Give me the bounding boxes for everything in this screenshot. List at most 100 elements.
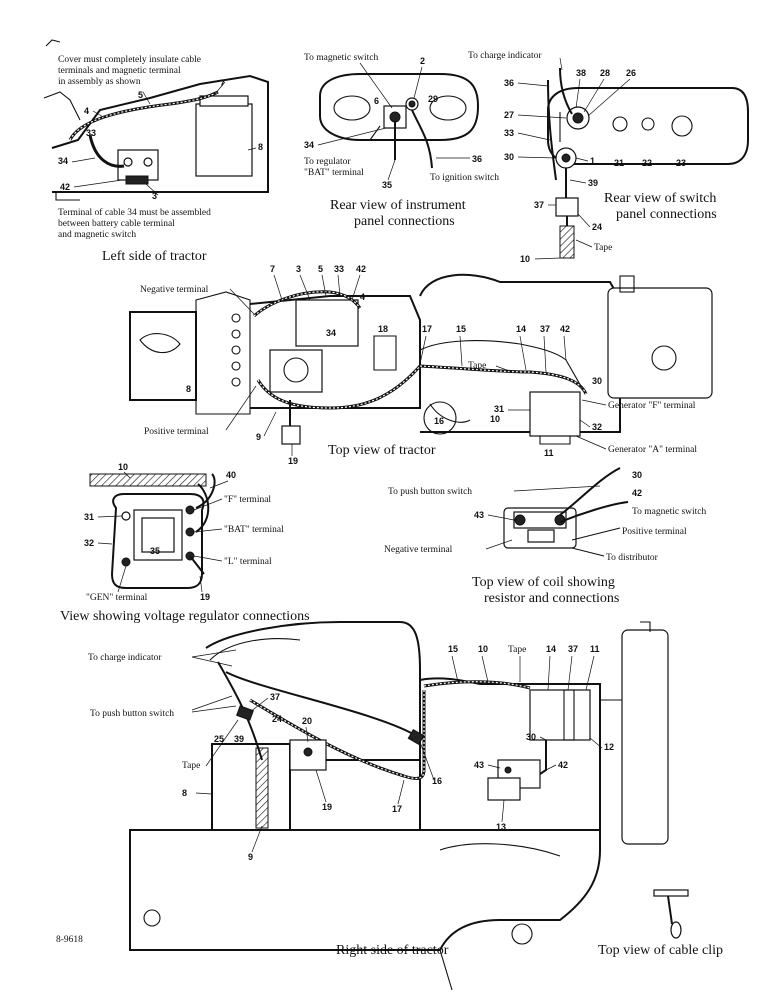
l-terminal-label: "L" terminal (224, 557, 272, 567)
callout-36-ip: 36 (472, 154, 482, 164)
callout-30-right: 30 (526, 732, 536, 742)
callout-16-right: 16 (432, 776, 442, 786)
cable-10-hatch (89, 473, 207, 487)
voltage-regulator-panel: 10 40 "F" terminal 31 "BAT" terminal 32 … (60, 462, 310, 624)
tape-label-sp: Tape (594, 243, 612, 253)
callout-33-sp: 33 (504, 128, 514, 138)
bat-terminal-label: "BAT" terminal (304, 168, 364, 178)
terminal-note-line-2: between battery cable terminal (58, 219, 175, 229)
callout-5-top: 5 (318, 264, 323, 274)
generator-top (529, 391, 581, 437)
callout-18: 18 (378, 324, 388, 334)
callout-30-top: 30 (592, 376, 602, 386)
battery-top (295, 299, 359, 347)
callout-35-reg: 35 (150, 546, 160, 556)
callout-30-sp: 30 (504, 152, 514, 162)
coil-panel: To push button switch 30 42 To magnetic … (384, 467, 707, 606)
left-side-caption: Left side of tractor (102, 249, 207, 264)
cover-note-line-1: Cover must completely insulate cable (58, 55, 201, 65)
battery-box (195, 103, 253, 177)
callout-29: 29 (428, 94, 438, 104)
callout-3-top: 3 (296, 264, 301, 274)
callout-20: 20 (302, 716, 312, 726)
negative-terminal-coil-label: Negative terminal (384, 545, 453, 555)
bat-terminal-reg-label: "BAT" terminal (224, 525, 284, 535)
left-side-panel: Cover must completely insulate cable ter… (43, 39, 269, 264)
callout-38: 38 (576, 68, 586, 78)
regulator-body (110, 493, 205, 589)
callout-26: 26 (626, 68, 636, 78)
callout-42-right: 42 (558, 760, 568, 770)
callout-42-coil: 42 (632, 488, 642, 498)
callout-7-top: 7 (270, 264, 275, 274)
terminal-note-line-1: Terminal of cable 34 must be assembled (58, 207, 211, 218)
callout-8-right: 8 (182, 788, 187, 798)
callout-15-top: 15 (456, 324, 466, 334)
instrument-panel: To magnetic switch 2 6 29 34 36 To regul… (304, 53, 499, 229)
cable-clip (653, 889, 689, 897)
callout-34: 34 (58, 156, 68, 166)
callout-37-right: 37 (270, 692, 280, 702)
callout-17-top: 17 (422, 324, 432, 334)
right-side-panel: To charge indicator To push button switc… (56, 621, 723, 991)
callout-28: 28 (600, 68, 610, 78)
callout-15-right: 15 (448, 644, 458, 654)
callout-2: 2 (420, 56, 425, 66)
to-ignition-switch-label: To ignition switch (430, 173, 499, 183)
instrument-caption-2: panel connections (354, 214, 455, 229)
callout-14-right: 14 (546, 644, 556, 654)
callout-8: 8 (258, 142, 263, 152)
top-view-caption: Top view of tractor (328, 443, 436, 458)
to-magnetic-switch-label: To magnetic switch (304, 53, 379, 63)
callout-37b-right: 37 (568, 644, 578, 654)
callout-42-top: 42 (356, 264, 366, 274)
terminal-note-line-3: and magnetic switch (58, 230, 136, 240)
callout-25: 25 (214, 734, 224, 744)
callout-17-right: 17 (392, 804, 402, 814)
right-side-caption: Right side of tractor (336, 943, 449, 958)
coil-caption-2: resistor and connections (484, 591, 619, 606)
callout-32-top: 32 (592, 422, 602, 432)
callout-5: 5 (138, 90, 143, 100)
to-push-button-right-label: To push button switch (90, 709, 174, 719)
cover-note-line-3: in assembly as shown (58, 77, 141, 87)
cover-note-line-2: terminals and magnetic terminal (58, 66, 181, 76)
tape-label-top: Tape (468, 361, 486, 371)
to-magnetic-switch-coil-label: To magnetic switch (632, 507, 707, 517)
callout-11-top: 11 (544, 448, 554, 458)
callout-8-top: 8 (186, 384, 191, 394)
callout-39-right: 39 (234, 734, 244, 744)
to-charge-indicator-right-label: To charge indicator (88, 653, 162, 663)
tape-right-label-2: Tape (508, 645, 526, 655)
fuel-tank-side (621, 629, 669, 845)
callout-12: 12 (604, 742, 614, 752)
callout-42: 42 (60, 182, 70, 192)
negative-terminal-label: Negative terminal (140, 285, 209, 295)
f-terminal-label: "F" terminal (224, 495, 271, 505)
callout-40: 40 (226, 470, 236, 480)
callout-33: 33 (86, 128, 96, 138)
callout-34-ip: 34 (304, 140, 314, 150)
positive-terminal-coil-label: Positive terminal (622, 527, 687, 537)
callout-9-right: 9 (248, 852, 253, 862)
top-view-panel: Negative terminal 7 3 5 33 42 4 34 18 17… (129, 264, 713, 466)
callout-22: 22 (642, 158, 652, 168)
callout-4-top: 4 (360, 292, 365, 302)
callout-6: 6 (374, 96, 379, 106)
tape-right-label-1: Tape (182, 761, 200, 771)
coil-caption-1: Top view of coil showing (472, 575, 615, 590)
callout-1: 1 (590, 156, 595, 166)
callout-10-right: 10 (478, 644, 488, 654)
callout-39: 39 (588, 178, 598, 188)
generator-side (529, 689, 591, 741)
callout-11-right: 11 (590, 644, 600, 654)
callout-13: 13 (496, 822, 506, 832)
callout-27: 27 (504, 110, 514, 120)
cable-clip-caption: Top view of cable clip (598, 943, 723, 958)
callout-37-top: 37 (540, 324, 550, 334)
callout-10-sp: 10 (520, 254, 530, 264)
gen-terminal-label: "GEN" terminal (86, 593, 148, 603)
instrument-panel-outline (319, 73, 480, 141)
callout-31-reg: 31 (84, 512, 94, 522)
callout-4: 4 (84, 106, 89, 116)
